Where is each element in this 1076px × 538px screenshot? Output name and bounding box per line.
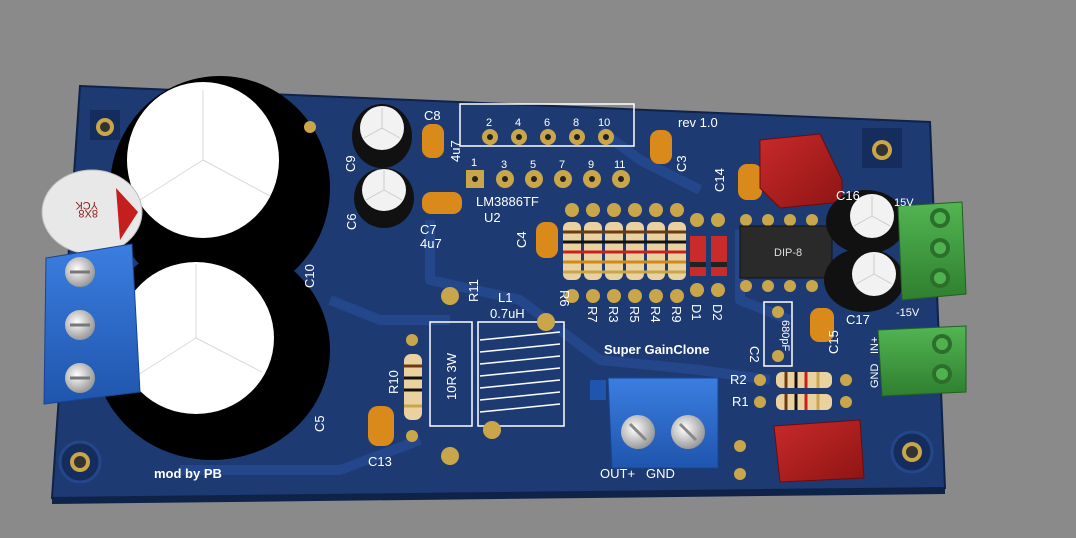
c4-label: C4	[514, 231, 529, 248]
c3-label: C3	[674, 155, 689, 172]
pin-5-label: 5	[530, 159, 536, 171]
yck-value: 8X8	[78, 207, 98, 219]
pin-6-label: 6	[544, 117, 550, 129]
capacitor-c5	[94, 240, 330, 460]
capacitor-box-bottom	[773, 419, 865, 483]
c2-label: C2	[747, 346, 762, 363]
misc-pads	[304, 121, 746, 480]
r11-label: R11	[466, 279, 481, 302]
yck-brand: YCK	[75, 199, 98, 211]
capacitor-c4	[536, 222, 558, 258]
pin-9-label: 9	[588, 159, 594, 171]
capacitor-c16	[826, 190, 906, 254]
pin-7-label: 7	[559, 159, 565, 171]
resistor-array	[563, 203, 686, 303]
d1-label: D1	[689, 304, 704, 321]
out-gnd-label: GND	[646, 466, 675, 481]
capacitor-yck: YCK 8X8	[41, 169, 143, 255]
dip8-part: DIP-8	[774, 247, 802, 259]
c17-label: C17	[846, 312, 870, 327]
input-terminal	[877, 325, 967, 397]
r9-label: R9	[669, 306, 684, 323]
capacitor-c17	[824, 248, 904, 312]
pin-3-label: 3	[501, 159, 507, 171]
supply-terminal-right	[897, 201, 967, 301]
c7-value: 4u7	[420, 236, 442, 251]
lm3886-header: 2 4 6 8 10 1 3 5 7 9 11 LM3886TF U2	[459, 103, 635, 225]
in-plus-label: IN+	[869, 337, 881, 354]
r6-label: R6	[557, 290, 572, 307]
mounting-hole-bl	[58, 440, 102, 484]
c9-label: C9	[343, 155, 358, 172]
r1-label: R1	[732, 394, 749, 409]
c16-label: C16	[836, 188, 860, 203]
power-terminal-left	[43, 243, 141, 405]
r5-label: R5	[627, 306, 642, 323]
r7-label: R7	[585, 306, 600, 323]
l1-label: L1	[498, 290, 512, 305]
pin-11-label: 11	[614, 159, 625, 171]
in-gnd-label: GND	[869, 364, 881, 389]
pin-1-label: 1	[471, 157, 477, 169]
d2-label: D2	[710, 304, 725, 321]
plus15-label: 15V	[894, 197, 914, 209]
c13-label: C13	[368, 454, 392, 469]
r4-label: R4	[648, 306, 663, 323]
capacitor-c14	[738, 164, 762, 200]
mounting-hole-tl	[90, 110, 120, 140]
capacitor-c9	[352, 104, 412, 168]
inductor-l1	[477, 313, 565, 439]
c15-label: C15	[826, 330, 841, 354]
r10-label: R10	[386, 370, 401, 394]
c8-label: C8	[424, 108, 441, 123]
out-plus-label: OUT+	[600, 466, 635, 481]
ic-u2-part: LM3886TF	[476, 194, 539, 209]
resistor-r11	[429, 287, 473, 465]
pcb-edge	[52, 488, 945, 504]
r3-label: R3	[606, 306, 621, 323]
mounting-hole-br	[890, 430, 934, 474]
ic-dip8: DIP-8	[739, 214, 833, 292]
pin-4-label: 4	[515, 117, 521, 129]
traces	[180, 126, 792, 475]
r2-label: R2	[730, 372, 747, 387]
capacitor-c2	[763, 301, 793, 367]
capacitor-c6	[354, 168, 414, 228]
diodes	[690, 213, 727, 297]
board-author: mod by PB	[154, 466, 222, 481]
pin-2-label: 2	[486, 117, 492, 129]
minus15-label: -15V	[896, 307, 920, 319]
l1-value: 0.7uH	[490, 306, 525, 321]
ic-u2-ref: U2	[484, 210, 501, 225]
r11-value: 10R 3W	[444, 352, 459, 400]
resistor-r1	[754, 394, 852, 410]
mounting-hole-tr	[862, 128, 902, 168]
c6-label: C6	[344, 213, 359, 230]
capacitor-c15	[810, 308, 834, 342]
c2-value: 680pF	[779, 320, 791, 351]
pin-10-label: 10	[598, 117, 610, 129]
c14-label: C14	[712, 168, 727, 192]
board-title: Super GainClone	[604, 342, 709, 357]
capacitor-c7	[422, 192, 462, 214]
capacitor-c13	[368, 406, 394, 446]
resistor-r2	[754, 372, 852, 388]
pin-8-label: 8	[573, 117, 579, 129]
c5-label: C5	[312, 415, 327, 432]
resistor-r10	[404, 334, 422, 442]
c7-label: C7	[420, 222, 437, 237]
capacitor-c3	[650, 130, 672, 164]
output-terminal	[590, 377, 719, 469]
capacitor-c10	[110, 76, 330, 300]
c10-label: C10	[302, 264, 317, 288]
revision-label: rev 1.0	[678, 115, 718, 130]
c8-value: 4u7	[448, 140, 463, 162]
capacitor-c8	[422, 124, 444, 158]
